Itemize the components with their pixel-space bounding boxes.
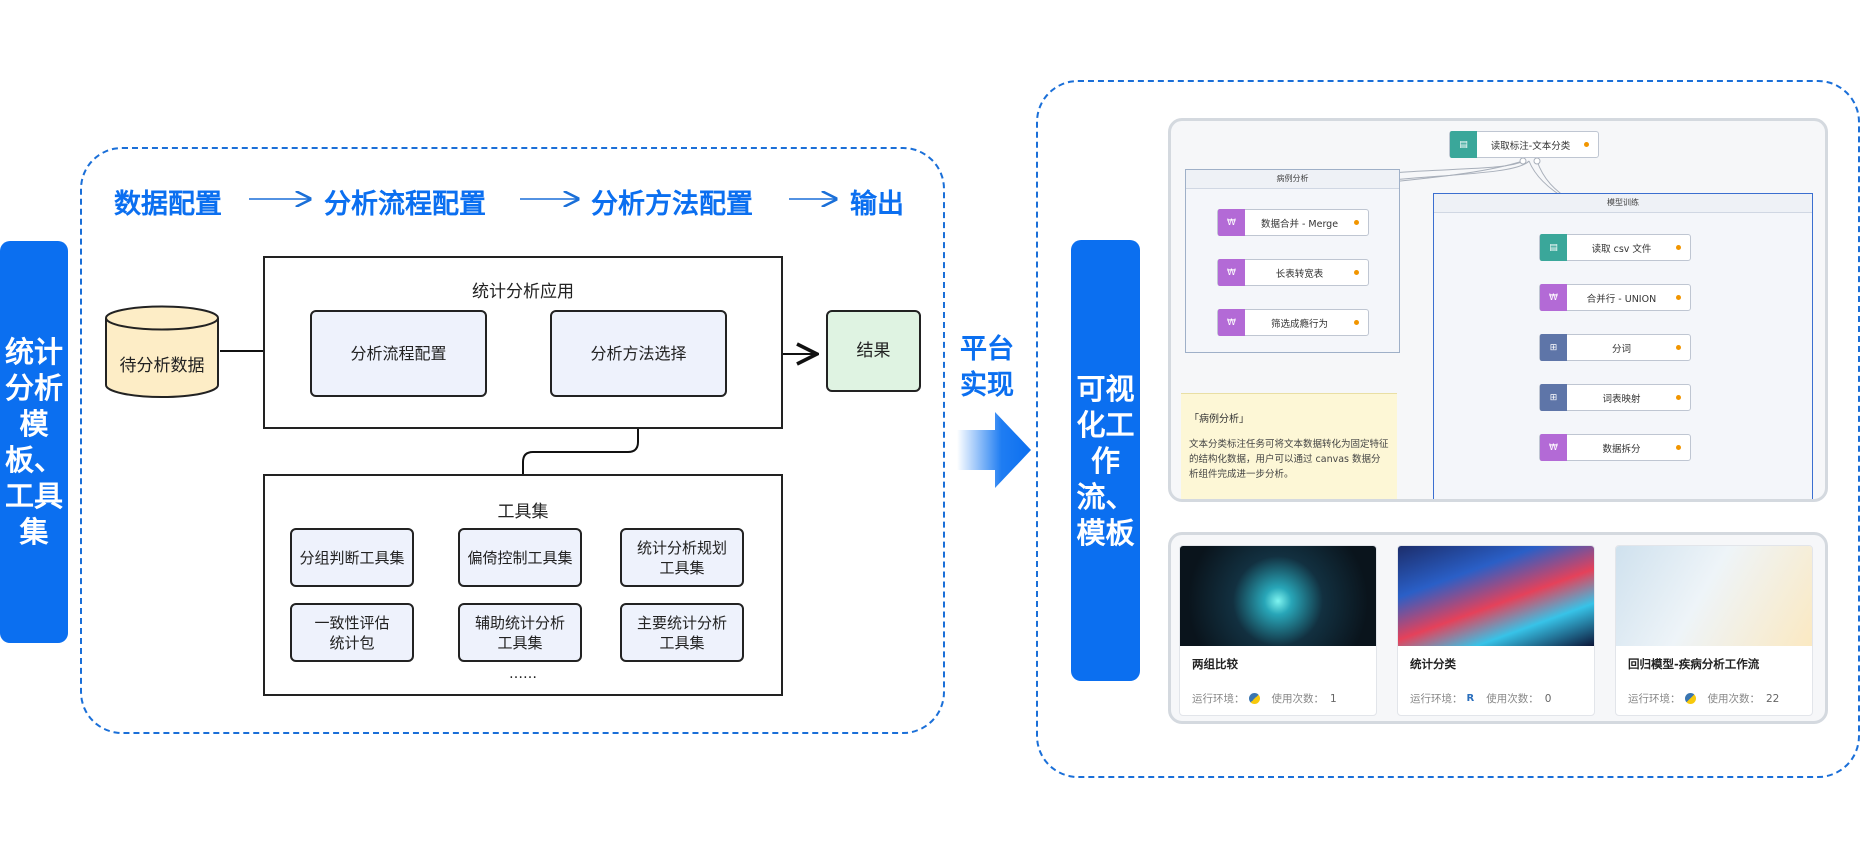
tool-auxiliary-analysis: 辅助统计分析 工具集	[458, 603, 582, 662]
workflow-node-union[interactable]: ₩ 合并行 - UNION	[1539, 284, 1691, 311]
node-label: 分词	[1611, 343, 1631, 355]
status-dot	[1676, 245, 1681, 250]
workflow-node-read-csv[interactable]: ▤ 读取 csv 文件	[1539, 234, 1691, 261]
flow-config-box: 分析流程配置	[310, 310, 487, 397]
template-title: 统计分类	[1410, 657, 1456, 671]
workflow-node-merge[interactable]: ₩ 数据合并 - Merge	[1217, 209, 1369, 236]
function-icon: ₩	[1540, 434, 1567, 461]
node-label: 数据拆分	[1602, 443, 1641, 455]
statistics-template-panel	[80, 147, 945, 734]
template-title: 回归模型-疾病分析工作流	[1628, 657, 1760, 671]
function-icon: ₩	[1218, 309, 1245, 336]
function-icon: ₩	[1218, 209, 1245, 236]
stage-data-config: 数据配置	[114, 189, 222, 220]
node-label: 读取标注-文本分类	[1490, 140, 1571, 152]
template-card-regression[interactable]: 回归模型-疾病分析工作流 运行环境： 使用次数：22	[1615, 545, 1813, 716]
platform-label-line1: 平台	[960, 334, 1014, 365]
workflow-node-read-annotation[interactable]: ▤ 读取标注-文本分类	[1449, 131, 1599, 158]
data-source-label: 待分析数据	[119, 356, 205, 376]
function-icon: ₩	[1540, 284, 1567, 311]
template-meta: 运行环境：R 使用次数：0	[1410, 692, 1552, 706]
template-thumbnail	[1398, 546, 1594, 646]
template-thumbnail	[1616, 546, 1812, 646]
group-header: 病例分析	[1186, 170, 1399, 189]
workflow-node-long-to-wide[interactable]: ₩ 长表转宽表	[1217, 259, 1369, 286]
status-dot	[1354, 270, 1359, 275]
template-card-two-group[interactable]: 两组比较 运行环境： 使用次数：1	[1179, 545, 1377, 716]
note-body: 文本分类标注任务可将文本数据转化为固定特征的结构化数据，用户可以通过 canva…	[1189, 439, 1389, 480]
tool-analysis-planning: 统计分析规划 工具集	[620, 528, 744, 587]
workflow-node-vocab-map[interactable]: ⊞ 词表映射	[1539, 384, 1691, 411]
left-section-label: 统计分析模板、工具集	[0, 241, 68, 643]
template-meta: 运行环境： 使用次数：22	[1628, 692, 1780, 706]
text-icon: ⊞	[1540, 334, 1567, 361]
template-title: 两组比较	[1192, 657, 1238, 671]
status-dot	[1676, 345, 1681, 350]
status-dot	[1354, 220, 1359, 225]
stage-method-config: 分析方法配置	[591, 189, 753, 220]
platform-label: 平台 实现	[952, 332, 1022, 404]
template-thumbnail	[1180, 546, 1376, 646]
status-dot	[1676, 445, 1681, 450]
node-label: 筛选成瘾行为	[1270, 318, 1328, 330]
tool-bias-control: 偏倚控制工具集	[458, 528, 582, 587]
right-section-label: 可视化工作流、模板	[1071, 240, 1140, 681]
data-source-cylinder	[105, 305, 219, 398]
node-label: 词表映射	[1602, 393, 1641, 405]
workflow-node-filter[interactable]: ₩ 筛选成瘾行为	[1217, 309, 1369, 336]
text-icon: ⊞	[1540, 384, 1567, 411]
statistics-app-title: 统计分析应用	[472, 282, 574, 302]
method-select-box: 分析方法选择	[550, 310, 727, 397]
workflow-node-data-split[interactable]: ₩ 数据拆分	[1539, 434, 1691, 461]
result-box: 结果	[826, 310, 921, 392]
template-meta: 运行环境： 使用次数：1	[1192, 692, 1337, 706]
python-icon	[1684, 693, 1696, 704]
toolset-to-method-arrow	[522, 403, 638, 474]
workflow-note[interactable]: 「病例分析」 文本分类标注任务可将文本数据转化为固定特征的结构化数据，用户可以通…	[1181, 393, 1397, 499]
table-icon: ▤	[1450, 131, 1477, 158]
template-card-statistics-class[interactable]: 统计分类 运行环境：R 使用次数：0	[1397, 545, 1595, 716]
stage-flow-config: 分析流程配置	[324, 189, 486, 220]
node-label: 合并行 - UNION	[1586, 293, 1657, 305]
toolset-more: ……	[509, 666, 537, 682]
platform-label-line2: 实现	[960, 370, 1014, 401]
r-icon: R	[1466, 693, 1475, 704]
status-dot	[1676, 395, 1681, 400]
status-dot	[1676, 295, 1681, 300]
status-dot	[1354, 320, 1359, 325]
platform-arrow	[957, 412, 1031, 488]
node-label: 长表转宽表	[1275, 268, 1324, 280]
workflow-node-tokenize[interactable]: ⊞ 分词	[1539, 334, 1691, 361]
tool-consistency-package: 一致性评估 统计包	[290, 603, 414, 662]
node-label: 数据合并 - Merge	[1260, 218, 1339, 230]
group-header: 模型训练	[1434, 194, 1812, 213]
workflow-canvas: ▤ 读取标注-文本分类 病例分析 ₩ 数据合并 - Merge ₩ 长表转宽表 …	[1168, 118, 1828, 502]
node-label: 读取 csv 文件	[1591, 243, 1652, 255]
toolset-title: 工具集	[497, 502, 549, 522]
note-title: 「病例分析」	[1189, 414, 1249, 425]
stage-output: 输出	[850, 189, 904, 220]
function-icon: ₩	[1218, 259, 1245, 286]
status-dot	[1584, 142, 1589, 147]
table-icon: ▤	[1540, 234, 1567, 261]
python-icon	[1248, 693, 1260, 704]
visual-workflow-panel	[1036, 80, 1860, 778]
tool-primary-analysis: 主要统计分析 工具集	[620, 603, 744, 662]
tool-group-judgement: 分组判断工具集	[290, 528, 414, 587]
